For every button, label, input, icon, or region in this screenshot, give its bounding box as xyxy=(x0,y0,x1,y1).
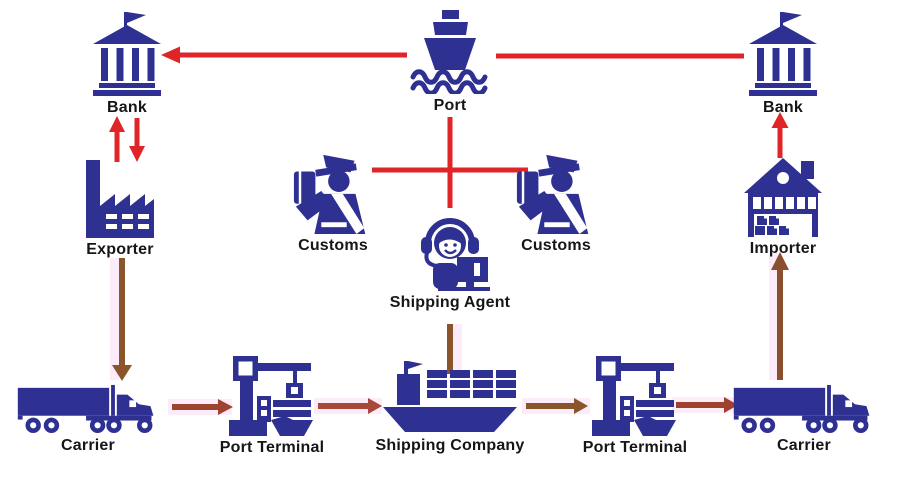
node-carrier-right: Carrier xyxy=(730,384,878,455)
node-port: Port xyxy=(402,10,498,115)
arrow-exporter-to-carrier xyxy=(112,258,132,381)
node-label-exporter: Exporter xyxy=(86,241,154,258)
node-shipping-agent: Shipping Agent xyxy=(390,211,510,312)
node-shipping-company: Shipping Company xyxy=(375,360,525,455)
node-label-shipping-company: Shipping Company xyxy=(375,437,525,454)
customs-officer-icon xyxy=(293,154,366,234)
arrow-port-terminal-left-to-shipping-company xyxy=(318,398,382,414)
arrow-carrier-to-port-terminal-left xyxy=(172,399,233,415)
node-label-shipping-agent: Shipping Agent xyxy=(389,294,511,311)
arrow-carrier-to-importer xyxy=(771,252,789,380)
bank-icon xyxy=(93,12,161,96)
node-label-importer: Importer xyxy=(749,240,817,257)
node-bank-left: Bank xyxy=(79,12,175,117)
node-label-customs-left: Customs xyxy=(298,237,368,254)
arrow-shipping-company-to-port-terminal-right xyxy=(526,398,588,414)
node-customs-right: Customs xyxy=(508,148,604,255)
truck-icon xyxy=(17,384,154,434)
line-port-to-shipping-agent xyxy=(447,117,453,208)
truck-icon xyxy=(733,384,870,434)
arrow-port-to-bank-left xyxy=(161,46,407,64)
line-shipping-agent-to-shipping-company xyxy=(447,324,453,374)
factory-icon xyxy=(86,160,154,238)
arrow-exporter-to-bank-left xyxy=(109,116,125,162)
node-label-customs-right: Customs xyxy=(521,237,591,254)
node-label-port-terminal-right: Port Terminal xyxy=(582,439,688,456)
node-importer: Importer xyxy=(735,155,831,258)
arrow-port-terminal-right-to-carrier xyxy=(676,397,738,413)
bank-icon xyxy=(749,12,817,96)
line-port-to-bank-right xyxy=(496,53,744,59)
cargo-ship-icon xyxy=(383,361,517,432)
node-customs-left: Customs xyxy=(285,148,381,255)
node-carrier-left: Carrier xyxy=(14,384,162,455)
node-port-terminal-right: Port Terminal xyxy=(583,354,687,457)
support-agent-icon xyxy=(421,218,490,291)
harbor-crane-icon xyxy=(229,356,313,436)
node-exporter: Exporter xyxy=(72,160,168,259)
node-label-carrier-left: Carrier xyxy=(61,437,115,454)
node-port-terminal-left: Port Terminal xyxy=(220,354,324,457)
node-label-bank-right: Bank xyxy=(763,99,803,116)
node-label-port: Port xyxy=(433,97,467,114)
customs-officer-icon xyxy=(516,154,589,234)
harbor-crane-icon xyxy=(592,356,676,436)
node-label-carrier-right: Carrier xyxy=(777,437,831,454)
warehouse-icon xyxy=(744,158,822,237)
arrow-bank-left-to-exporter xyxy=(129,118,145,162)
node-label-port-terminal-left: Port Terminal xyxy=(219,439,325,456)
arrow-importer-to-bank-right xyxy=(771,112,789,158)
ship-bow-icon xyxy=(410,10,488,94)
node-label-bank-left: Bank xyxy=(107,99,147,116)
node-bank-right: Bank xyxy=(735,12,831,117)
